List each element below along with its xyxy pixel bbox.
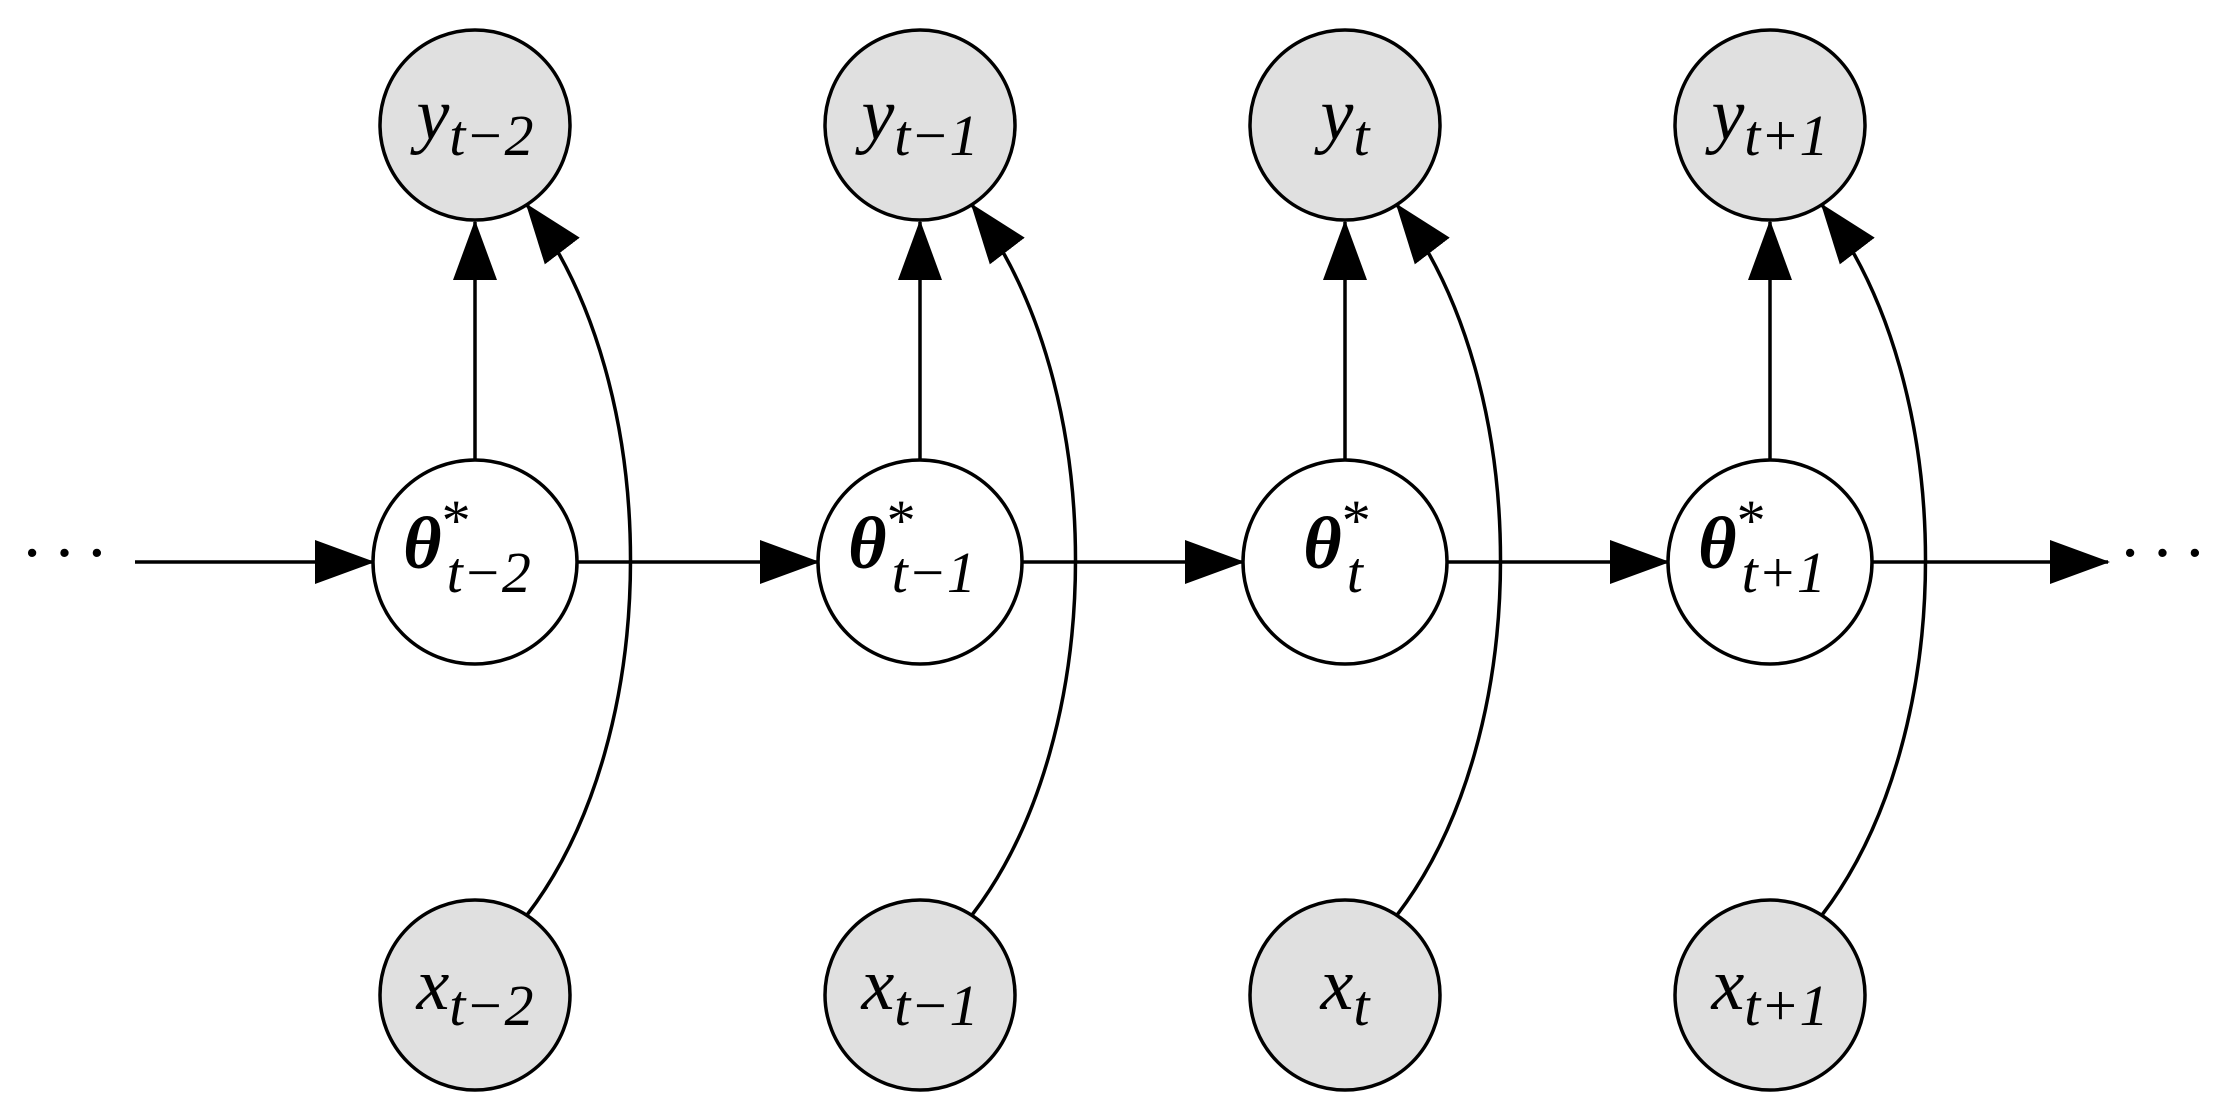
node-y-0: yt−2 (378, 28, 572, 222)
node-x-3: xt+1 (1673, 898, 1867, 1092)
node-theta-0-circle (371, 458, 579, 666)
node-y-1: yt−1 (823, 28, 1017, 222)
edges-layer (135, 203, 2110, 917)
edge-x-to-y (1395, 203, 1503, 917)
node-x-0: xt−2 (378, 898, 572, 1092)
nodes-layer: yt−2 θ*t−2 xt−2 yt−1 θ*t−1 xt−1 yt θ*t xt yt+1 θ*t… (371, 28, 1874, 1092)
node-theta-1-label: θ*t−1 (848, 488, 976, 605)
node-theta-2-circle (1241, 458, 1449, 666)
node-x-2-circle (1248, 898, 1442, 1092)
node-x-0-label: xt−2 (415, 944, 533, 1038)
node-x-3-label: xt+1 (1710, 944, 1828, 1038)
node-theta-1-circle (816, 458, 1024, 666)
node-theta-1: θ*t−1 (816, 458, 1024, 666)
node-x-3-circle (1673, 898, 1867, 1092)
node-theta-0-label: θ*t−2 (403, 488, 531, 605)
node-y-0-label: yt−2 (409, 74, 533, 168)
node-y-2-circle (1248, 28, 1442, 222)
node-x-1: xt−1 (823, 898, 1017, 1092)
node-theta-2-label: θ*t (1303, 488, 1370, 605)
node-y-3-circle (1673, 28, 1867, 222)
edge-x-to-y (970, 203, 1078, 917)
node-x-1-circle (823, 898, 1017, 1092)
node-theta-3: θ*t+1 (1666, 458, 1874, 666)
node-y-3-label: yt+1 (1704, 74, 1828, 168)
node-y-2-label: yt (1314, 74, 1372, 168)
node-x-2-label: xt (1320, 944, 1372, 1038)
node-theta-3-label: θ*t+1 (1698, 488, 1826, 605)
node-y-0-circle (378, 28, 572, 222)
node-theta-0: θ*t−2 (371, 458, 579, 666)
node-y-3: yt+1 (1673, 28, 1867, 222)
node-y-1-label: yt−1 (854, 74, 978, 168)
node-theta-3-circle (1666, 458, 1874, 666)
ellipsis-right: ··· (2120, 517, 2217, 591)
edge-x-to-y (1820, 203, 1928, 917)
node-x-1-label: xt−1 (860, 944, 978, 1038)
node-x-0-circle (378, 898, 572, 1092)
node-y-2: yt (1248, 28, 1442, 222)
node-x-2: xt (1248, 898, 1442, 1092)
ellipsis-left: ··· (22, 517, 119, 591)
edge-x-to-y (525, 203, 633, 917)
node-y-1-circle (823, 28, 1017, 222)
node-theta-2: θ*t (1241, 458, 1449, 666)
